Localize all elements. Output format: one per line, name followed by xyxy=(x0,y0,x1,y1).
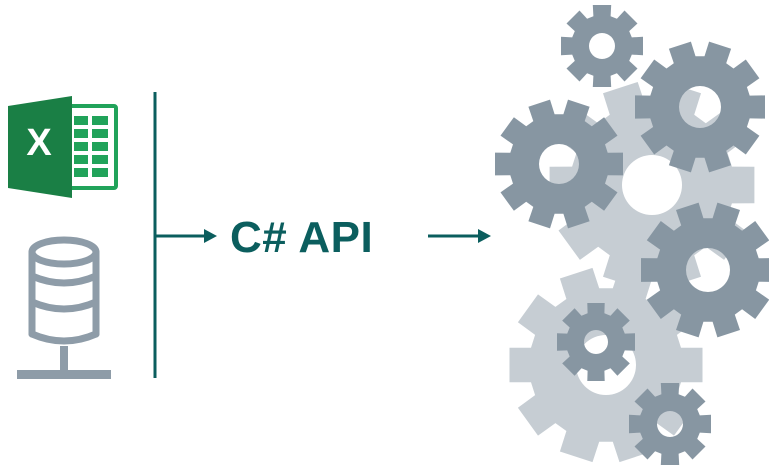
gear-dark-top-right xyxy=(635,41,765,173)
arrow-to-gears-head xyxy=(478,229,491,243)
gear-dark-right xyxy=(641,202,769,338)
api-label: C# API xyxy=(230,213,374,262)
arrow-to-api-head xyxy=(204,229,217,243)
gear-dark-left xyxy=(495,99,623,229)
gear-dark-small-mid xyxy=(557,303,635,381)
gear-dark-small-bottom xyxy=(629,383,711,465)
excel-letter: X xyxy=(26,122,52,164)
gear-dark-small-top xyxy=(561,5,643,87)
